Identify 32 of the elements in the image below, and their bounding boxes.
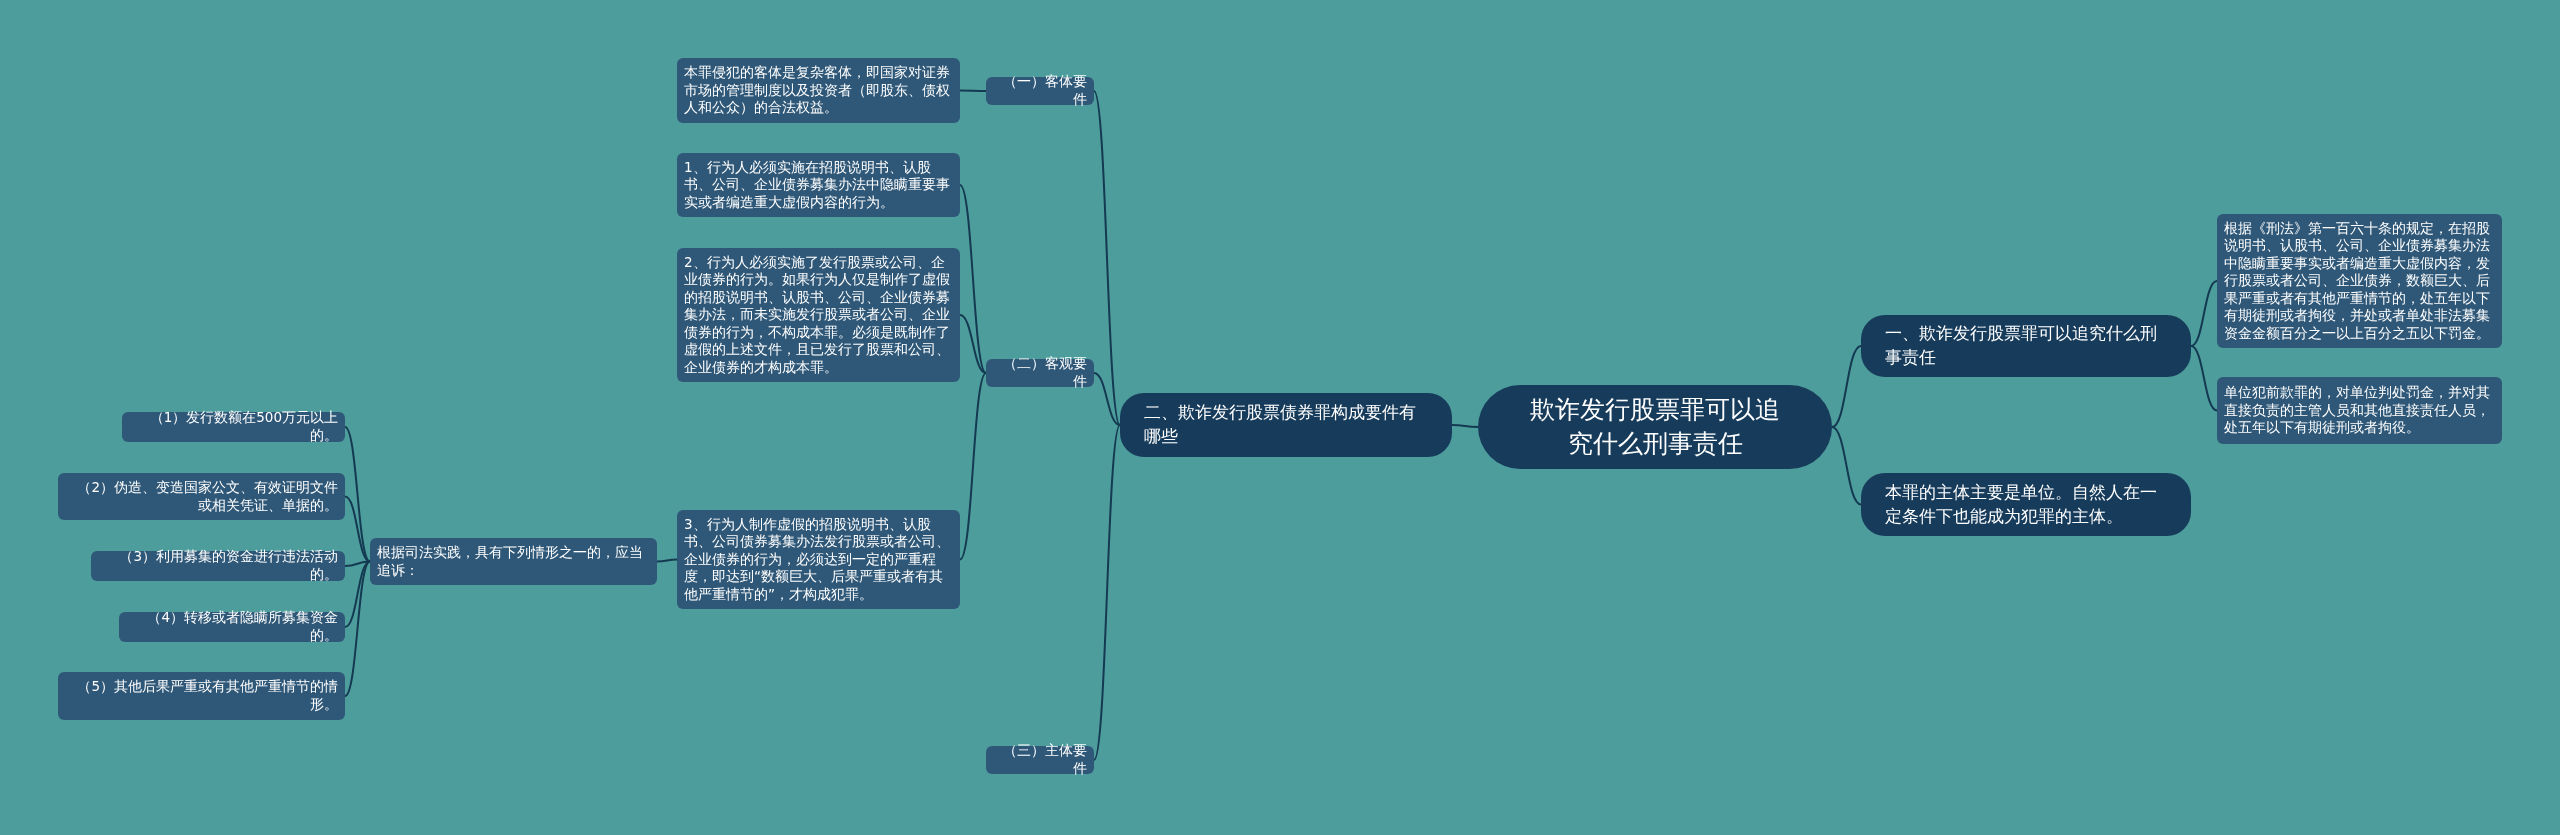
topic-box: 一、欺诈发行股票罪可以追究什么刑事责任 (1861, 315, 2191, 377)
connector-line (959, 184, 987, 374)
connector-line (2190, 280, 2218, 347)
connector-line (656, 558, 678, 563)
topic-box: 本罪的主体主要是单位。自然人在一定条件下也能成为犯罪的主体。 (1861, 473, 2191, 536)
note-box: 1、行为人必须实施在招股说明书、认股书、公司、企业债券募集办法中隐瞒重要事实或者编造重大虚假内容的行为。 (677, 153, 960, 217)
connector-line (344, 426, 371, 563)
note-box: （2）伪造、变造国家公文、有效证明文件或相关凭证、单据的。 (58, 473, 345, 520)
note-box: （4）转移或者隐瞒所募集资金的。 (119, 612, 345, 642)
connector-line (1093, 372, 1121, 426)
connector-line (1451, 424, 1479, 428)
connector-line (2190, 345, 2218, 412)
note-box: 3、行为人制作虚假的招股说明书、认股书、公司债券募集办法发行股票或者公司、企业债券的行为，必须达到一定的严重程度，即达到“数额巨大、后果严重或者有其他严重情节的”，才构成犯罪。 (677, 510, 960, 609)
connector-line (959, 314, 987, 374)
connector-line (1831, 426, 1862, 506)
connector-line (344, 560, 371, 697)
connector-line (959, 89, 987, 92)
note-box: （1）发行数额在500万元以上的。 (122, 412, 345, 442)
note-box: （3）利用募集的资金进行违法活动的。 (91, 551, 345, 581)
note-box: 单位犯前款罪的，对单位判处罚金，并对其直接负责的主管人员和其他直接责任人员，处五年以下有期徒刑或者拘役。 (2217, 377, 2502, 444)
connector-line (1093, 424, 1121, 761)
connector-line (1093, 90, 1121, 426)
connector-line (959, 372, 987, 561)
note-box: 根据司法实践，具有下列情形之一的，应当追诉： (370, 538, 657, 585)
connector-line (344, 495, 371, 563)
note-box: 2、行为人必须实施了发行股票或公司、企业债券的行为。如果行为人仅是制作了虚假的招股说明书、认股书、公司、企业债券募集办法，而未实施发行股票或者公司、企业债券的行为，不构成本罪。必须是既制作了虚假的上述文件，且已发行了股票和公司、企业债券的才构成本罪。 (677, 248, 960, 382)
note-box: （5）其他后果严重或有其他严重情节的情形。 (58, 672, 345, 720)
topic-box: 二、欺诈发行股票债券罪构成要件有哪些 (1120, 393, 1452, 457)
central-topic: 欺诈发行股票罪可以追究什么刑事责任 (1478, 385, 1832, 469)
note-box: 根据《刑法》第一百六十条的规定，在招股说明书、认股书、公司、企业债券募集办法中隐瞒重要事实或者编造重大虚假内容，发行股票或者公司、企业债券，数额巨大、后果严重或者有其他严重情节的，处五年以下有期徒刑或者拘役，并处或者单处非法募集资金金额百分之一以上百分之五以下罚金。 (2217, 214, 2502, 348)
note-box: 本罪侵犯的客体是复杂客体，即国家对证券市场的管理制度以及投资者（即股东、债权人和公众）的合法权益。 (677, 58, 960, 123)
connector-line (1831, 345, 1862, 428)
